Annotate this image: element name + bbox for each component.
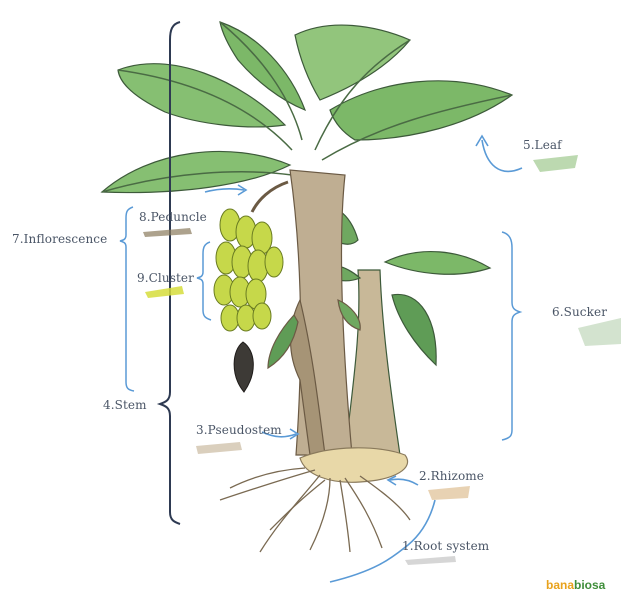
label-cluster: 9.Cluster <box>137 271 194 285</box>
rhizome-shape <box>300 448 408 482</box>
swatch-leaf <box>533 155 578 172</box>
swatch-pseudostem <box>196 442 242 454</box>
banana-cluster <box>214 209 283 331</box>
swatch-root <box>405 556 456 565</box>
logo-part-2: biosa <box>574 578 605 592</box>
peduncle-arrow <box>205 189 244 192</box>
label-sucker: 6.Sucker <box>552 305 607 319</box>
label-inflorescence: 7.Inflorescence <box>12 232 107 246</box>
inflorescence-bracket <box>120 207 134 391</box>
pseudostem <box>268 170 360 455</box>
label-leaf: 5.Leaf <box>523 138 562 152</box>
swatch-sucker <box>578 318 621 346</box>
sucker-bracket <box>502 232 520 440</box>
label-root-system: 1.Root system <box>402 539 489 553</box>
sucker-stem <box>345 270 400 455</box>
male-flower-bud <box>234 342 253 392</box>
label-stem: 4.Stem <box>103 398 147 412</box>
peduncle-stalk <box>252 182 288 212</box>
swatch-cluster <box>145 286 184 298</box>
logo-part-1: bana <box>546 578 574 592</box>
sucker-leaf-far-right <box>392 294 436 365</box>
banabiosa-logo: banabiosa <box>546 578 605 592</box>
cluster-bracket <box>197 242 211 320</box>
roots <box>220 468 410 552</box>
label-pseudostem: 3.Pseudostem <box>196 423 282 437</box>
swatch-rhizome <box>428 486 470 500</box>
swatch-peduncle <box>143 228 192 237</box>
label-peduncle: 8.Peduncle <box>139 210 207 224</box>
leaf-top-right <box>330 81 512 140</box>
sucker-leaf-right <box>385 252 490 275</box>
label-rhizome: 2.Rhizome <box>419 469 484 483</box>
